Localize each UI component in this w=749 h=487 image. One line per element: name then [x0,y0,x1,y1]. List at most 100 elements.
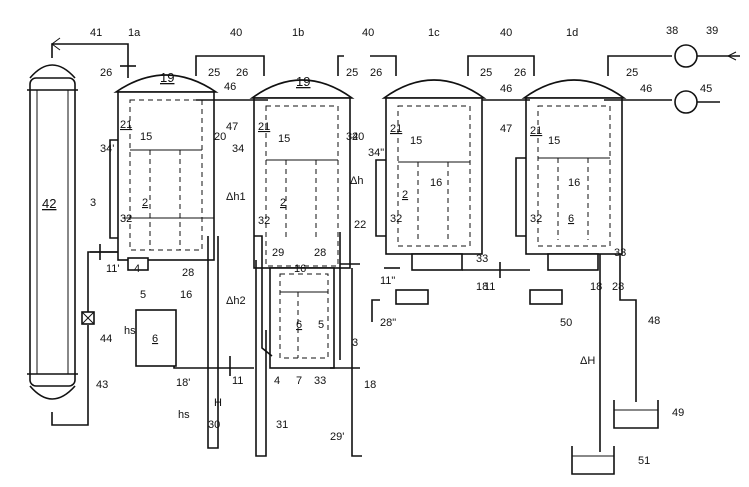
label-5b: 5 [318,319,324,331]
label-26b: 26 [236,67,248,79]
label-46c: 46 [640,83,652,95]
label-25d: 25 [626,67,638,79]
label-28a: 28 [182,267,194,279]
label-32b: 32 [258,215,270,227]
label-1c: 1c [428,27,440,39]
label-hs2: hs [178,409,190,421]
label-33a: 33 [314,375,326,387]
label-43: 43 [96,379,108,391]
vessel-1c [375,79,487,305]
label-47a: 47 [226,121,238,133]
label-29p: 29' [330,431,344,443]
label-5a: 5 [140,289,146,301]
label-34pb: 34" [368,147,384,159]
label-15d: 15 [548,135,560,147]
vessel-1a [90,74,219,271]
label-25c: 25 [480,67,492,79]
label-50: 50 [560,317,572,329]
label-51: 51 [638,455,650,467]
label-26c: 26 [370,67,382,79]
label-15c: 15 [410,135,422,147]
label-dh1: Δh1 [226,191,246,203]
label-dH: ΔH [580,355,595,367]
label-46b: 46 [500,83,512,95]
label-6a: 6 [152,333,158,345]
label-6b: 6 [296,319,302,331]
label-19a: 19 [160,70,174,85]
label-26a: 26 [100,67,112,79]
label-4b: 4 [274,375,280,387]
label-22: 22 [354,219,366,231]
label-16d: 16 [568,177,580,189]
label-34a: 34 [232,143,244,155]
column-42 [27,64,78,400]
label-40c: 40 [500,27,512,39]
label-34b: 34 [346,131,358,143]
label-42: 42 [42,196,56,211]
label-28c: 28 [612,281,624,293]
label-46a: 46 [224,81,236,93]
label-26d: 26 [514,67,526,79]
label-33b: 33 [476,253,488,265]
label-11a: 11 [232,375,243,387]
label-19b: 19 [296,74,310,89]
label-41: 41 [90,27,102,39]
label-20b: 20 [352,131,364,143]
label-16a: 16 [180,289,192,301]
label-1b: 1b [292,27,304,39]
label-18c: 18 [590,281,602,293]
label-25a: 25 [208,67,220,79]
label-25b: 25 [346,67,358,79]
label-32c: 32 [390,213,402,225]
label-1a: 1a [128,27,141,39]
label-11pp: 11" [380,275,395,287]
label-dh2: Δh2 [226,295,246,307]
label-32d: 32 [530,213,542,225]
label-2a: 2 [142,197,148,209]
label-15a: 15 [140,131,152,143]
label-11b: 11 [484,281,495,293]
label-16c: 16 [430,177,442,189]
label-45: 45 [700,83,712,95]
label-21c: 21 [390,123,402,135]
label-34pa: 34' [100,143,114,155]
label-18b: 18 [476,281,488,293]
label-40b: 40 [362,27,374,39]
label-H: H [214,397,222,409]
label-20a: 20 [214,131,226,143]
label-21d: 21 [530,125,542,137]
label-38: 38 [666,25,678,37]
pumps [674,44,740,114]
label-47b: 47 [500,123,512,135]
label-2b: 2 [280,197,286,209]
label-11pa: 11' [106,263,120,275]
label-18pa: 18' [176,377,190,389]
label-3b: 3 [352,337,358,349]
label-32a: 32 [120,213,132,225]
label-hs1: hs [124,325,136,337]
pipe-41 [51,37,136,78]
label-49: 49 [672,407,684,419]
label-28b: 28 [314,247,326,259]
label-21b: 21 [258,121,270,133]
label-16b: 16 [294,263,306,275]
label-dh: Δh [350,175,363,187]
label-6c: 6 [568,213,574,225]
label-28pp: 28" [380,317,396,329]
tanks [135,309,659,475]
labels: 1a 1b 1c 1d 40 40 40 41 42 43 44 38 39 4… [42,25,718,467]
vessel-1d [515,79,627,305]
label-4a: 4 [134,263,140,275]
vessel-1b [249,79,360,369]
label-2c: 2 [402,189,408,201]
label-21a: 21 [120,119,132,131]
label-15b: 15 [278,133,290,145]
label-18a: 18 [364,379,376,391]
label-33c: 33 [614,247,626,259]
label-39: 39 [706,25,718,37]
label-29: 29 [272,247,284,259]
label-30: 30 [208,419,220,431]
bottom-lines [173,236,637,457]
label-7: 7 [296,375,302,387]
